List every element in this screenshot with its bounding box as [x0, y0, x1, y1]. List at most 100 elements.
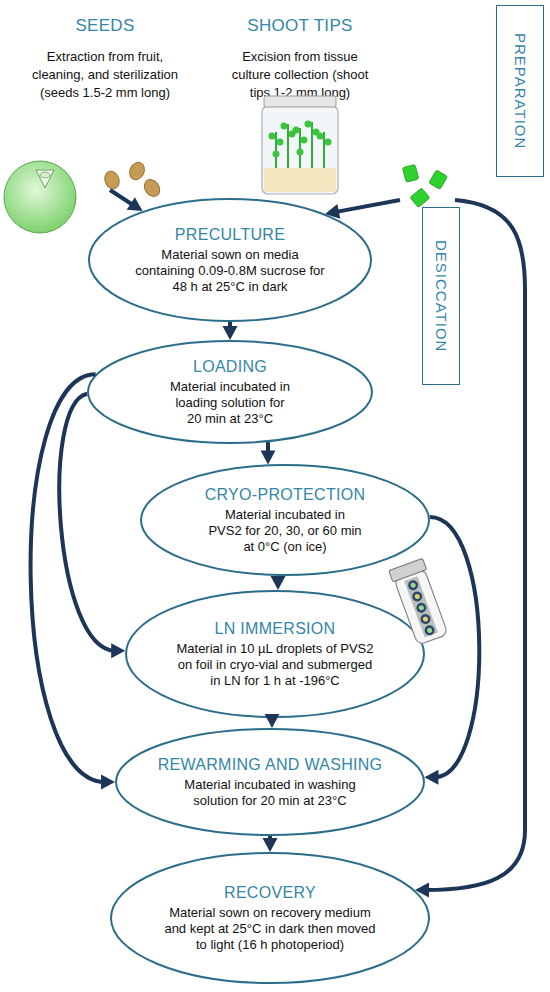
stage-ellipse: PRECULTURE Material sown on media contain… — [88, 198, 372, 322]
stage-heading: REWARMING AND WASHING — [158, 755, 383, 774]
fruit-seed — [40, 172, 50, 178]
droplet — [411, 590, 424, 603]
shoot-tip — [429, 170, 448, 189]
vial-body — [394, 568, 448, 645]
arrow-line — [110, 190, 134, 206]
arrow-head — [265, 714, 280, 728]
source-heading: SHOOT TIPS — [247, 16, 352, 36]
flow-arrow — [271, 576, 286, 590]
stage-description: Material incubated in washing solution f… — [180, 777, 360, 809]
phase-label-box: DESICCATION — [422, 207, 460, 385]
flow-arrow — [325, 200, 400, 219]
ellipse-shape — [141, 465, 429, 575]
arrow-line — [430, 517, 479, 777]
stage-ellipse: CRYO-PROTECTION Material incubated in PVS… — [140, 464, 430, 576]
stage-heading: RECOVERY — [224, 883, 316, 902]
stage-ellipse: LN IMMERSION Material in 10 µL droplets o… — [125, 590, 425, 718]
jar-body — [262, 106, 338, 194]
stage-heading: PRECULTURE — [175, 225, 285, 244]
plant-leaf — [325, 139, 332, 146]
droplet-sample — [422, 616, 428, 622]
arrow-head — [271, 576, 286, 590]
source-group: SHOOT TIPSExcision from tissue culture c… — [190, 8, 465, 200]
droplet — [419, 613, 432, 626]
shoot-tip-illustration — [402, 164, 447, 207]
plant-leaf — [293, 127, 300, 134]
ellipse-shape — [89, 199, 371, 321]
node-content: SHOOT TIPSExcision from tissue culture c… — [190, 8, 410, 200]
flow-arrow — [265, 714, 280, 728]
node-content: REWARMING AND WASHING Material incubated … — [130, 728, 410, 836]
arrow-head — [325, 204, 340, 219]
flow-arrow — [415, 200, 525, 898]
plant-leaf — [301, 137, 308, 144]
flow-arrow — [263, 836, 278, 852]
arrow-head — [111, 643, 125, 658]
phase-label: DESICCATION — [433, 240, 450, 352]
seed-grain — [102, 169, 121, 191]
arrow-line — [31, 374, 105, 782]
phase-label: PREPARATION — [512, 33, 529, 149]
stage-description: Material sown on recovery medium and kep… — [163, 905, 378, 953]
plant-leaf — [305, 121, 312, 128]
droplet-sample — [414, 593, 420, 599]
droplet-sample — [410, 582, 416, 588]
ellipse-shape — [116, 729, 424, 835]
ellipse-shape — [88, 341, 372, 443]
plant-leaf — [313, 129, 320, 136]
arrow-line — [59, 394, 115, 651]
stage-heading: CRYO-PROTECTION — [205, 485, 366, 504]
fruit-circle — [4, 161, 76, 233]
vial-cap — [389, 558, 427, 582]
flow-arrow — [31, 374, 115, 789]
node-content: SEEDSExtraction from fruit, cleaning, an… — [5, 8, 205, 190]
arrow-line — [335, 200, 400, 212]
plant-leaf — [269, 133, 276, 140]
droplet — [415, 601, 428, 614]
stage-description: Material incubated in PVS2 for 20, 30, o… — [208, 507, 363, 555]
plant-leaf — [273, 151, 280, 158]
plant-stems — [276, 122, 324, 168]
foil-strip — [404, 576, 438, 637]
seed-grain — [141, 177, 163, 200]
node-content: LN IMMERSION Material in 10 µL droplets o… — [140, 590, 410, 718]
node-content: DESICCATION — [423, 208, 459, 384]
node-content: CRYO-PROTECTION Material incubated in PVS… — [155, 464, 415, 576]
arrow-head — [101, 775, 115, 790]
jar-medium — [264, 168, 336, 192]
flow-arrow — [424, 517, 479, 785]
stage-ellipse: REWARMING AND WASHING Material incubated … — [115, 728, 425, 836]
stage-description: Material sown on media containing 0.09-0… — [130, 247, 330, 295]
stage-heading: LN IMMERSION — [215, 619, 336, 638]
droplet-sample — [426, 627, 432, 633]
arrow-line — [425, 200, 525, 890]
droplet — [407, 579, 420, 592]
jar-lid — [264, 96, 336, 107]
source-heading: SEEDS — [75, 16, 134, 36]
flow-arrow — [110, 190, 143, 211]
arrow-head — [263, 838, 278, 852]
shoot-tip — [410, 188, 430, 208]
plant-leaf — [281, 123, 288, 130]
arrow-head — [424, 770, 438, 785]
plant-leaf — [297, 149, 304, 156]
node-content: LOADING Material incubated in loading sol… — [102, 340, 358, 444]
shoot-tip — [402, 164, 418, 182]
flow-arrow — [261, 442, 276, 464]
fruit-illustration — [4, 161, 76, 233]
node-content: PRECULTURE Material sown on media contain… — [103, 198, 357, 322]
stage-description: Material in 10 µL droplets of PVS2 on fo… — [175, 641, 376, 689]
node-content: RECOVERY Material sown on recovery medium… — [125, 852, 415, 984]
cryovial-illustration — [389, 558, 450, 645]
phase-label-box: PREPARATION — [496, 5, 544, 177]
droplet — [423, 624, 436, 637]
stage-heading: LOADING — [193, 357, 267, 376]
plant-leaf — [289, 131, 296, 138]
arrow-head — [223, 326, 238, 340]
arrow-head — [127, 197, 143, 211]
stage-description: Material incubated in loading solution f… — [168, 379, 293, 427]
culture-jar-illustration — [262, 96, 338, 194]
